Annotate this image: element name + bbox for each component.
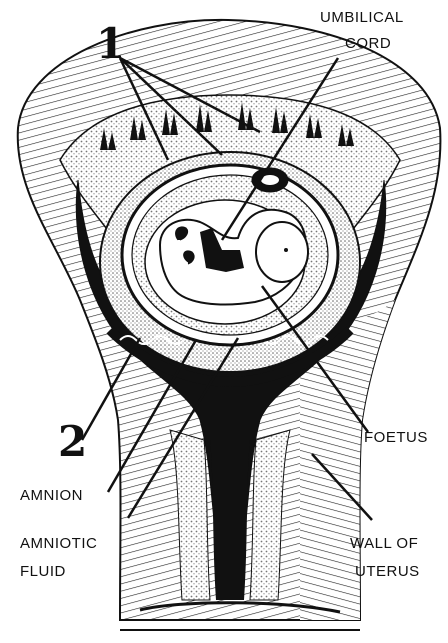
label-umbilical-cord-line2: CORD — [345, 35, 391, 52]
cervical-canal — [210, 440, 250, 600]
label-foetus: FOETUS — [364, 429, 428, 446]
label-number-2: 2 — [58, 417, 87, 466]
foetus-head — [256, 222, 308, 282]
label-umbilical-cord-line1: UMBILICAL — [320, 9, 404, 26]
label-amniotic-fluid-line1: AMNIOTIC — [20, 535, 97, 552]
label-number-1: 1 — [96, 19, 125, 68]
label-wall-of-uterus-line1: WALL OF — [350, 535, 418, 552]
label-amniotic-fluid-line2: FLUID — [20, 563, 66, 580]
foetus-eye — [284, 248, 288, 252]
label-amnion: AMNION — [20, 487, 83, 504]
label-wall-of-uterus-line2: UTERUS — [355, 563, 420, 580]
